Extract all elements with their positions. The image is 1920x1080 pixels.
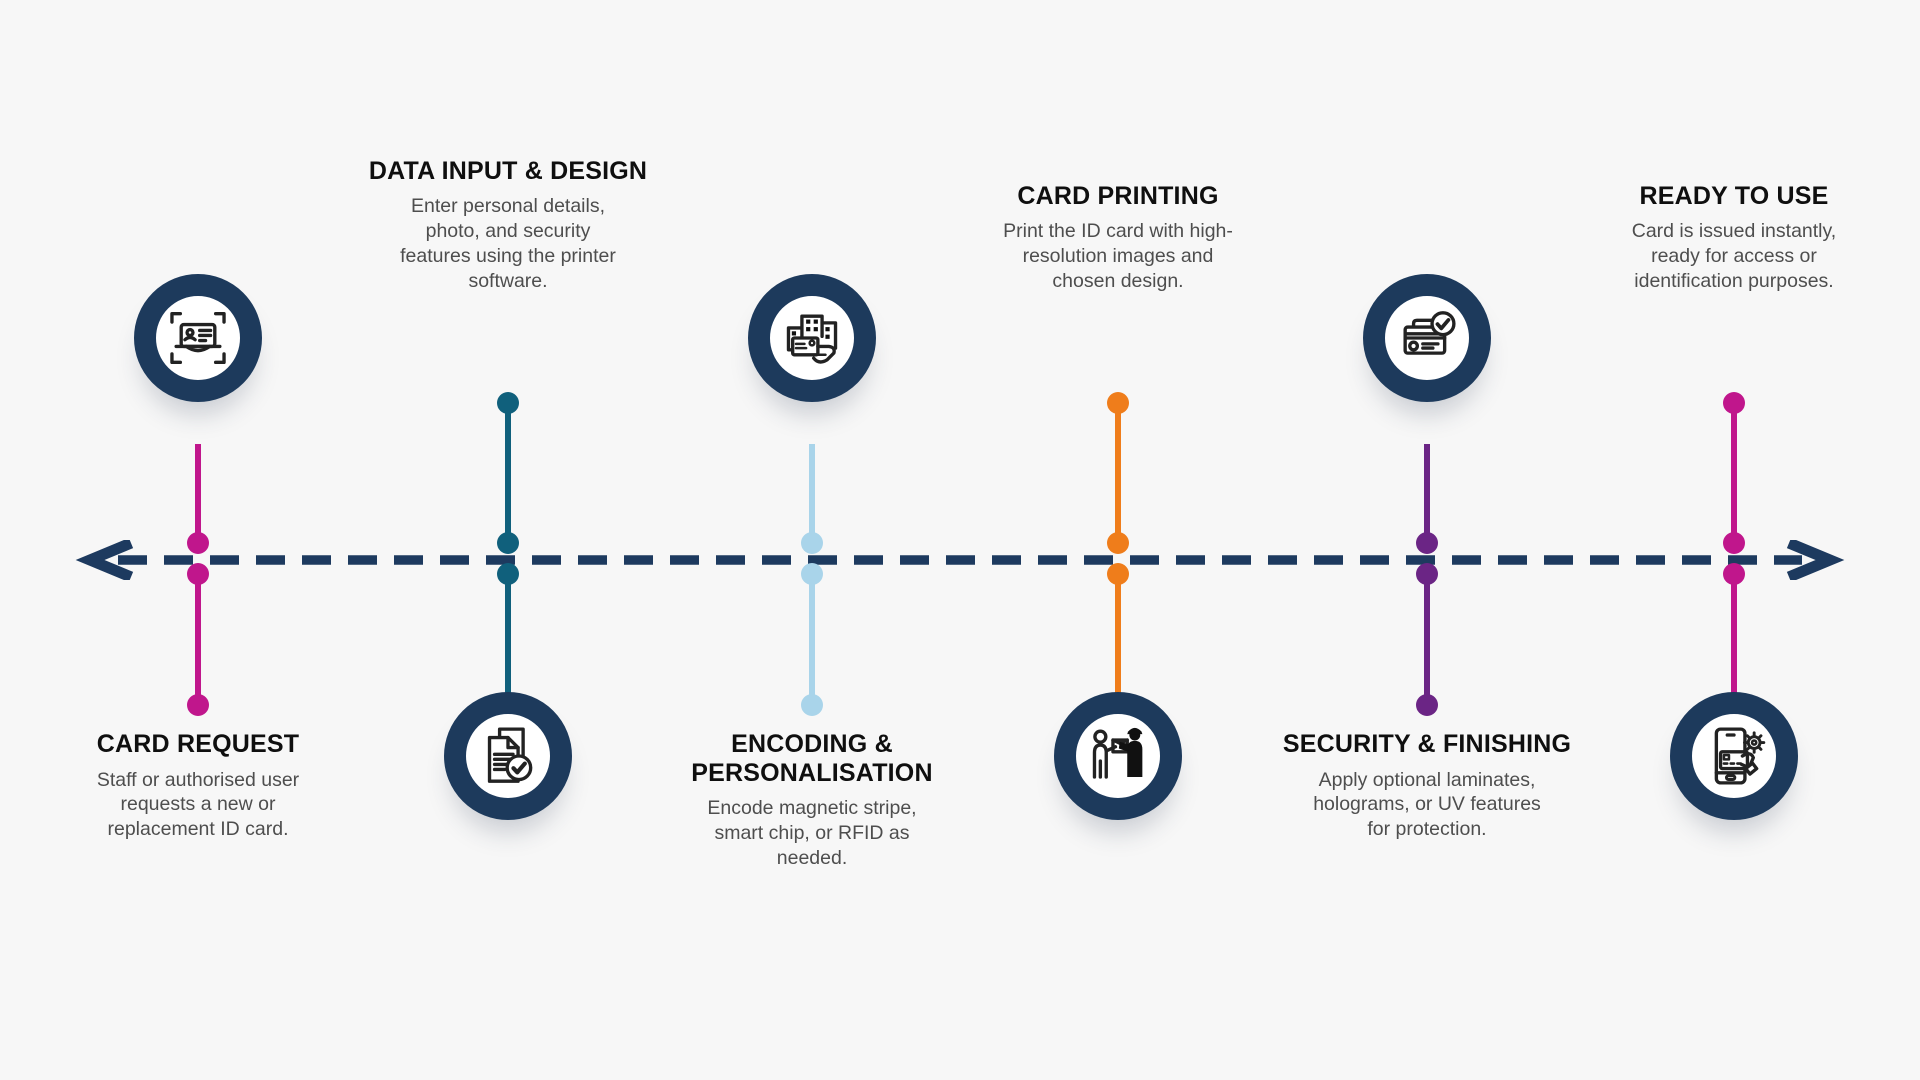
- connector-lower: [809, 574, 815, 705]
- step-security-finishing: SECURITY & FINISHING Apply optional lami…: [1277, 0, 1577, 1080]
- timeline-dot-above: [801, 532, 823, 554]
- connector-end-dot: [801, 694, 823, 716]
- card-handover-icon: [1092, 727, 1143, 779]
- step-icon-circle: [748, 274, 876, 402]
- timeline-dot-above: [1723, 532, 1745, 554]
- timeline-dot-above: [187, 532, 209, 554]
- step-text: CARD REQUEST Staff or authorised user re…: [53, 730, 343, 842]
- step-text: SECURITY & FINISHING Apply optional lami…: [1282, 730, 1572, 842]
- id-card-scan-icon: [170, 311, 226, 365]
- step-data-input-design: DATA INPUT & DESIGN Enter personal detai…: [358, 0, 658, 1080]
- phone-card-gear-icon: [1714, 727, 1766, 785]
- step-title: ENCODING & PERSONALISATION: [691, 730, 933, 787]
- left-arrow-icon: [75, 540, 134, 580]
- cards-check-icon: [1403, 311, 1456, 355]
- connector-lower: [1115, 574, 1121, 694]
- connector-lower: [1424, 574, 1430, 705]
- step-text: READY TO USE Card is issued instantly, r…: [1589, 118, 1879, 294]
- connector-upper: [505, 403, 511, 543]
- step-description: Enter personal details, photo, and secur…: [400, 195, 616, 293]
- step-description: Apply optional laminates, holograms, or …: [1313, 768, 1541, 841]
- step-icon-circle: [444, 692, 572, 820]
- step-description: Encode magnetic stripe, smart chip, or R…: [707, 797, 917, 869]
- connector-upper: [809, 444, 815, 543]
- timeline-dot-above: [1107, 532, 1129, 554]
- connector-end-dot: [1416, 694, 1438, 716]
- step-icon-circle: [134, 274, 262, 402]
- connector-lower: [505, 574, 511, 694]
- connector-upper: [1115, 403, 1121, 543]
- connector-upper: [195, 444, 201, 543]
- right-arrow-icon: [1786, 540, 1845, 580]
- step-title: CARD REQUEST: [96, 730, 300, 758]
- step-ready-to-use: READY TO USE Card is issued instantly, r…: [1584, 0, 1884, 1080]
- timeline-dot-above: [1416, 532, 1438, 554]
- connector-upper: [1424, 444, 1430, 543]
- step-icon-circle: [1363, 274, 1491, 402]
- connector-upper: [1731, 403, 1737, 543]
- step-description: Print the ID card with high-resolution i…: [1003, 220, 1233, 293]
- connector-end-dot: [187, 694, 209, 716]
- step-card-printing: CARD PRINTING Print the ID card with hig…: [968, 0, 1268, 1080]
- documents-check-icon: [487, 727, 533, 783]
- step-description: Card is issued instantly, ready for acce…: [1631, 220, 1837, 293]
- building-card-icon: [786, 314, 838, 364]
- connector-lower: [195, 574, 201, 705]
- step-description: Staff or authorised user requests a new …: [96, 768, 300, 841]
- step-icon-circle: [1670, 692, 1798, 820]
- step-title: DATA INPUT & DESIGN: [368, 156, 648, 185]
- step-card-request: CARD REQUEST Staff or authorised user re…: [48, 0, 348, 1080]
- connector-lower: [1731, 574, 1737, 694]
- timeline-axis: [75, 540, 1845, 580]
- step-title: SECURITY & FINISHING: [1282, 730, 1572, 758]
- step-title: CARD PRINTING: [1017, 181, 1219, 210]
- step-icon-circle: [1054, 692, 1182, 820]
- step-title: READY TO USE: [1639, 181, 1829, 210]
- timeline-dot-above: [497, 532, 519, 554]
- step-text: CARD PRINTING Print the ID card with hig…: [973, 118, 1263, 294]
- step-text: ENCODING & PERSONALISATION Encode magnet…: [667, 730, 957, 871]
- step-encoding-personalisation: ENCODING & PERSONALISATION Encode magnet…: [662, 0, 962, 1080]
- step-text: DATA INPUT & DESIGN Enter personal detai…: [363, 118, 653, 294]
